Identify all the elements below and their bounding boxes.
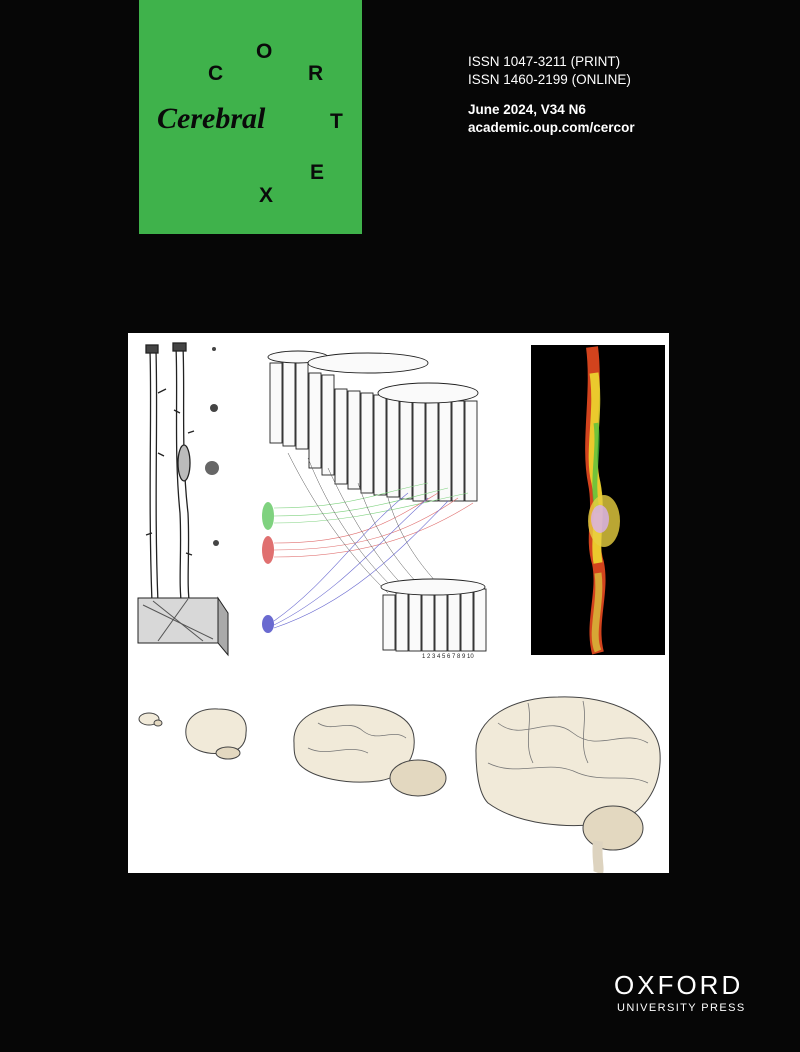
cover-artwork: 1 2 3 4 5 6 7 8 9 10: [128, 333, 669, 873]
cover-illustration: 1 2 3 4 5 6 7 8 9 10: [137, 342, 665, 873]
column-schematic: [267, 350, 479, 502]
lower-column-block: [380, 578, 487, 652]
issue-date-volume: June 2024, V34 N6: [468, 102, 586, 117]
logo-letter-r: R: [308, 62, 324, 85]
logo-letter-o: O: [256, 40, 273, 63]
fluorescence-image: [531, 345, 665, 655]
logo-cerebral: Cerebral: [157, 102, 266, 135]
journal-logo: C O R T E X Cerebral: [139, 0, 362, 234]
logo-letter-c: C: [208, 62, 224, 85]
logo-letter-e: E: [310, 161, 325, 184]
issn-online: ISSN 1460-2199 (ONLINE): [468, 72, 631, 87]
tissue-block: [137, 596, 229, 657]
sensory-bundles: [262, 452, 474, 633]
issn-print: ISSN 1047-3211 (PRINT): [468, 54, 621, 69]
brain-series: [138, 696, 661, 873]
publisher-subtitle: UNIVERSITY PRESS: [617, 1002, 746, 1014]
logo-letter-t: T: [330, 110, 343, 133]
journal-url: academic.oup.com/cercor: [468, 120, 635, 135]
column-numbers: 1 2 3 4 5 6 7 8 9 10: [422, 654, 474, 660]
logo-letter-x: X: [259, 184, 274, 207]
neuron-drawing: [145, 342, 195, 609]
publisher-name: OXFORD: [614, 970, 744, 1000]
